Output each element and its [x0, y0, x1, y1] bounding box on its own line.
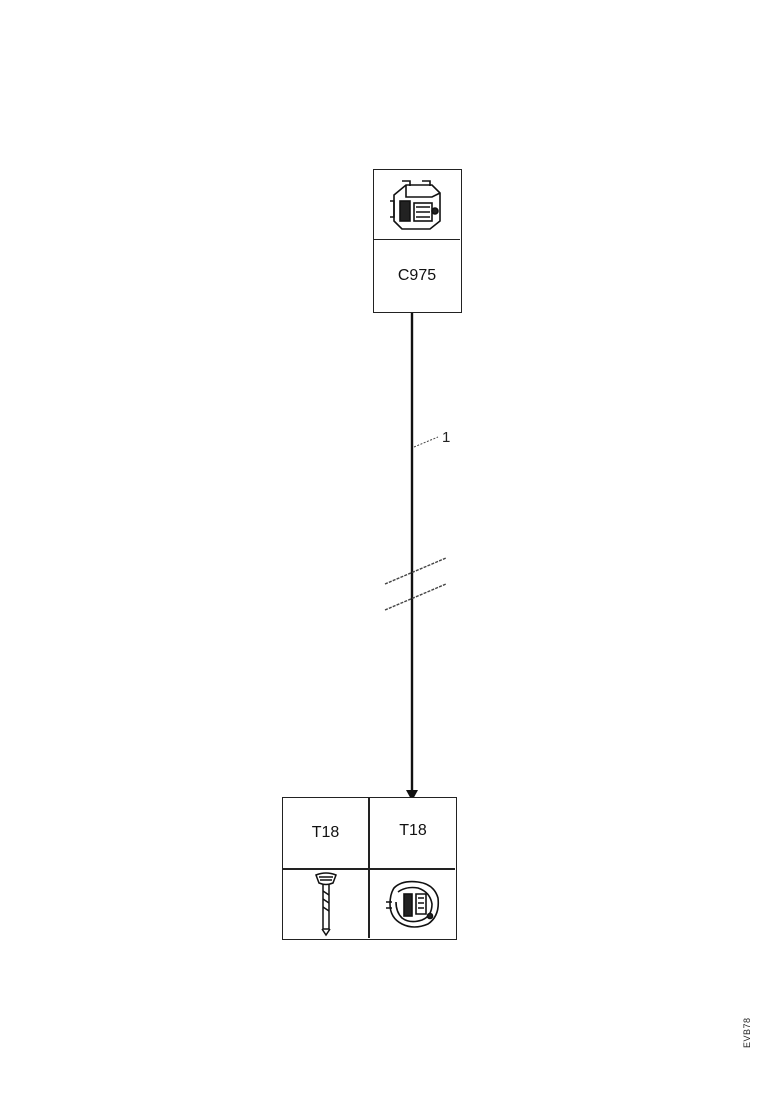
- terminal-pin-icon: [314, 872, 337, 937]
- top-connector-box[interactable]: C975: [373, 169, 462, 313]
- top-connector-label: C975: [397, 266, 437, 284]
- wire-arrowhead: [406, 790, 418, 801]
- bottom-connector-box[interactable]: T18 T18: [282, 797, 457, 940]
- bottom-body-label-cell: T18: [370, 798, 456, 868]
- wire-tag-leader: [413, 436, 439, 448]
- bottom-pin-label: T18: [311, 824, 340, 841]
- top-connector-label-cell: C975: [374, 240, 460, 311]
- wire-tag: 1: [442, 429, 450, 446]
- page-code: EVB78: [742, 1017, 752, 1048]
- wire-break-mark-upper: [384, 557, 447, 585]
- bottom-body-icon-cell: [370, 870, 456, 938]
- bottom-connector-divider-horizontal: [283, 868, 455, 870]
- wire-break-mark-lower: [384, 583, 447, 611]
- bottom-pin-icon-cell: [283, 870, 368, 938]
- top-connector-icon-cell: [374, 170, 460, 240]
- connector-housing-icon: [390, 179, 441, 230]
- round-connector-icon: [386, 880, 440, 928]
- bottom-body-label: T18: [399, 822, 427, 839]
- bottom-pin-label-cell: T18: [283, 798, 368, 868]
